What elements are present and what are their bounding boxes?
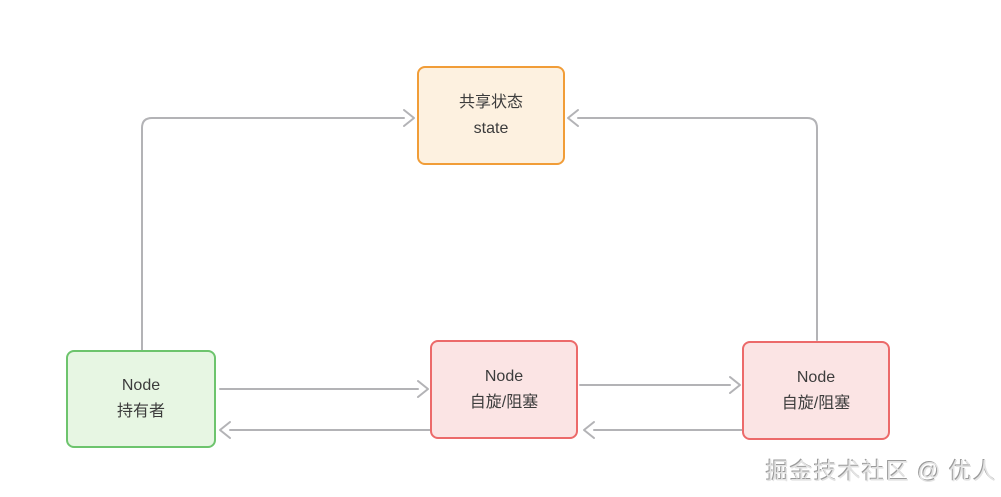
arrow-spin-middle-to-spin-right — [579, 376, 741, 394]
arrow-spin-right-to-state — [567, 109, 818, 341]
node-label-line: Node — [796, 368, 836, 386]
node-label-line: 自旋/阻塞 — [781, 394, 851, 412]
arrow-holder-to-spin-middle — [219, 380, 429, 398]
node-label-line: Node — [484, 367, 524, 385]
node-label-line: Node — [121, 377, 161, 394]
node-label-line: 自旋/阻塞 — [469, 393, 539, 411]
arrow-spin-right-to-spin-middle — [583, 421, 743, 439]
node-label-line: 共享状态 — [458, 93, 523, 111]
arrow-holder-to-state — [141, 109, 415, 352]
node-shared-state: 共享状态 state — [417, 66, 565, 165]
node-spin-right: Node 自旋/阻塞 — [742, 341, 890, 440]
watermark: 掘金技术社区 @ 优人 — [765, 458, 997, 484]
arrow-spin-middle-to-holder — [219, 421, 431, 439]
node-holder: Node 持有者 — [66, 350, 216, 448]
node-label-line: state — [473, 119, 509, 137]
node-spin-middle: Node 自旋/阻塞 — [430, 340, 578, 439]
node-label-line: 持有者 — [116, 403, 165, 420]
